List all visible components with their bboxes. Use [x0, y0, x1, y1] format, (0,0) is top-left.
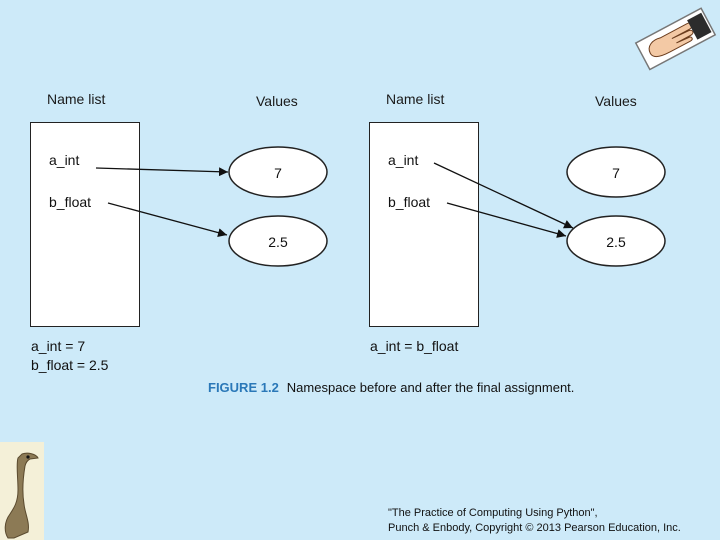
credit-line-2: Punch & Enbody, Copyright © 2013 Pearson…	[388, 522, 681, 534]
figure-caption: FIGURE 1.2 Namespace before and after the…	[208, 380, 574, 395]
ostrich-icon	[0, 442, 44, 540]
right-value-2-5: 2.5	[606, 234, 626, 250]
right-arrow-b-float	[446, 202, 567, 238]
left-value-ellipse-2-5	[228, 215, 328, 267]
credit-line-1: "The Practice of Computing Using Python"…	[388, 507, 598, 519]
left-caption-line-1: a_int = 7	[31, 338, 86, 354]
left-arrow-b-float	[107, 202, 228, 238]
right-arrow-a-int	[433, 162, 574, 229]
left-value-ellipse-7	[228, 146, 328, 198]
right-name-b-float: b_float	[388, 194, 431, 210]
right-name-list-box	[369, 122, 479, 327]
right-caption-line-1: a_int = b_float	[370, 338, 459, 354]
left-value-7: 7	[274, 165, 282, 181]
left-name-list-box	[30, 122, 140, 327]
left-name-b-float: b_float	[49, 194, 92, 210]
left-names-header: Name list	[47, 91, 106, 107]
left-caption-line-2: b_float = 2.5	[31, 357, 109, 373]
right-value-7: 7	[612, 165, 620, 181]
copyright-credit: "The Practice of Computing Using Python"…	[388, 506, 681, 536]
left-arrow-a-int	[95, 167, 229, 177]
right-value-ellipse-7	[566, 146, 666, 198]
right-name-a-int: a_int	[388, 152, 419, 168]
left-values-header: Values	[256, 93, 298, 109]
left-name-a-int: a_int	[49, 152, 80, 168]
figure-label: FIGURE 1.2	[208, 380, 279, 395]
right-value-ellipse-2-5	[566, 215, 666, 267]
left-value-2-5: 2.5	[268, 234, 288, 250]
figure-caption-text: Namespace before and after the final ass…	[286, 380, 575, 395]
right-values-header: Values	[595, 93, 637, 109]
pointing-hand-icon	[634, 7, 717, 71]
right-names-header: Name list	[386, 91, 445, 107]
